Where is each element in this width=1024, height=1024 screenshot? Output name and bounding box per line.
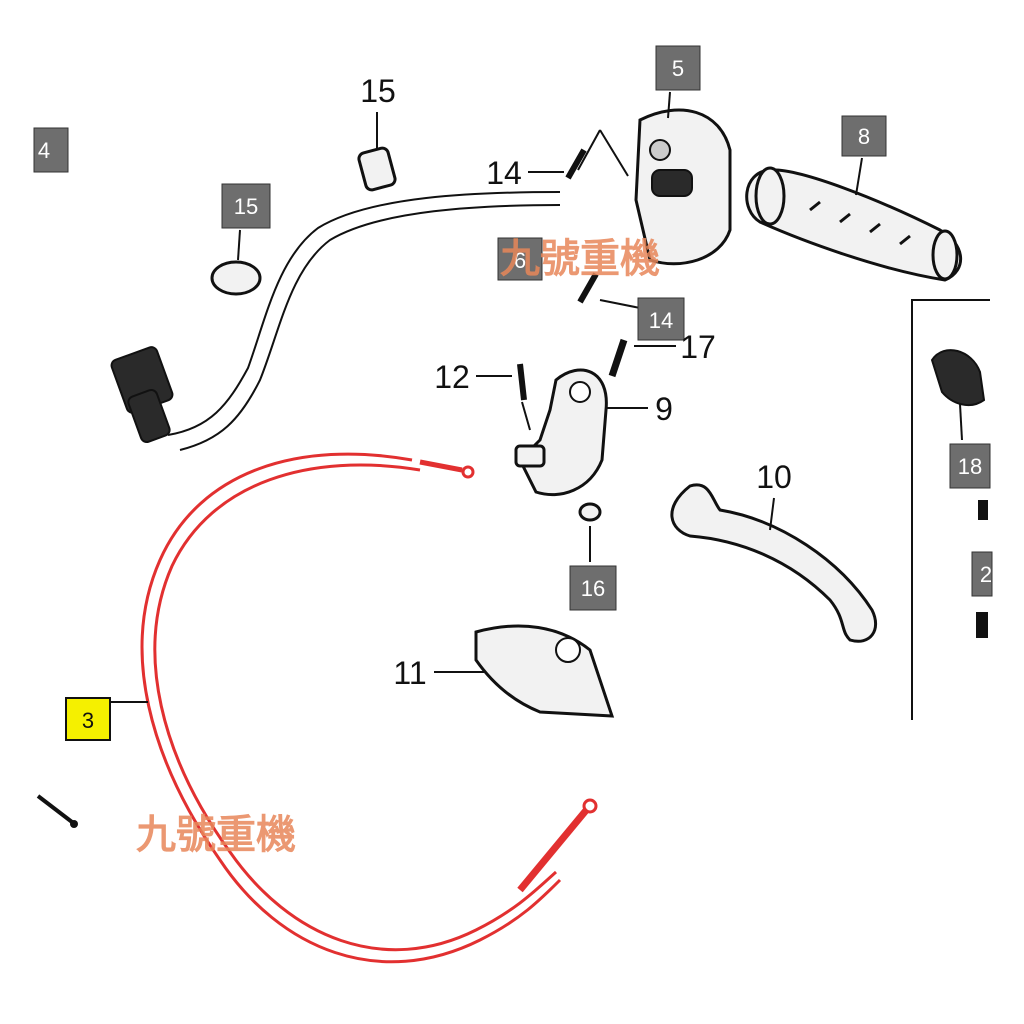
bolt-part-17	[608, 338, 676, 378]
svg-text:15: 15	[234, 194, 258, 219]
callout-18: 18	[949, 443, 991, 489]
callout-16: 16	[569, 565, 617, 611]
svg-text:14: 14	[649, 308, 673, 333]
inset-panel	[911, 299, 990, 720]
lever-bracket-part-9	[514, 368, 648, 497]
callout-15-plain: 15	[360, 73, 396, 109]
svg-text:18: 18	[958, 454, 982, 479]
watermark-top: 九號重機	[500, 236, 660, 282]
svg-text:2: 2	[980, 562, 992, 587]
svg-text:5: 5	[672, 56, 684, 81]
svg-text:3: 3	[82, 708, 94, 733]
clutch-switch-harness	[110, 191, 561, 451]
callout-12: 12	[434, 359, 470, 395]
callout-14-boxed: 14	[637, 297, 685, 341]
bolt-part-12	[476, 363, 531, 431]
cut-off-part-fragment	[36, 794, 78, 828]
callout-10: 10	[756, 459, 792, 495]
grip-part-8	[745, 157, 963, 282]
clip-part-15-b	[210, 229, 262, 296]
clutch-cable	[140, 452, 598, 964]
washer-part-16	[578, 502, 602, 562]
callout-8: 8	[841, 115, 887, 157]
lever-cover-part-11	[434, 624, 615, 718]
callout-15-boxed: 15	[221, 183, 271, 229]
svg-text:8: 8	[858, 124, 870, 149]
callout-3-highlighted: 3	[65, 697, 111, 741]
clip-part-15-a	[357, 112, 397, 192]
svg-text:4: 4	[38, 138, 50, 163]
screw-part-14-b	[577, 272, 641, 309]
switch-housing-part-5	[577, 91, 732, 266]
callout-5: 5	[655, 45, 701, 91]
callout-6: 6	[497, 237, 543, 281]
callout-14-plain: 14	[486, 155, 522, 191]
svg-text:6: 6	[514, 248, 526, 273]
callout-4: 4	[33, 127, 69, 173]
screw-part-14-a	[528, 148, 587, 180]
callout-11: 11	[393, 655, 426, 691]
callout-17: 17	[680, 329, 716, 365]
callout-2: 2	[971, 551, 993, 597]
watermark-bottom: 九號重機	[136, 812, 296, 858]
callout-9: 9	[655, 391, 673, 427]
svg-text:16: 16	[581, 576, 605, 601]
clutch-lever-part-10	[670, 483, 878, 643]
